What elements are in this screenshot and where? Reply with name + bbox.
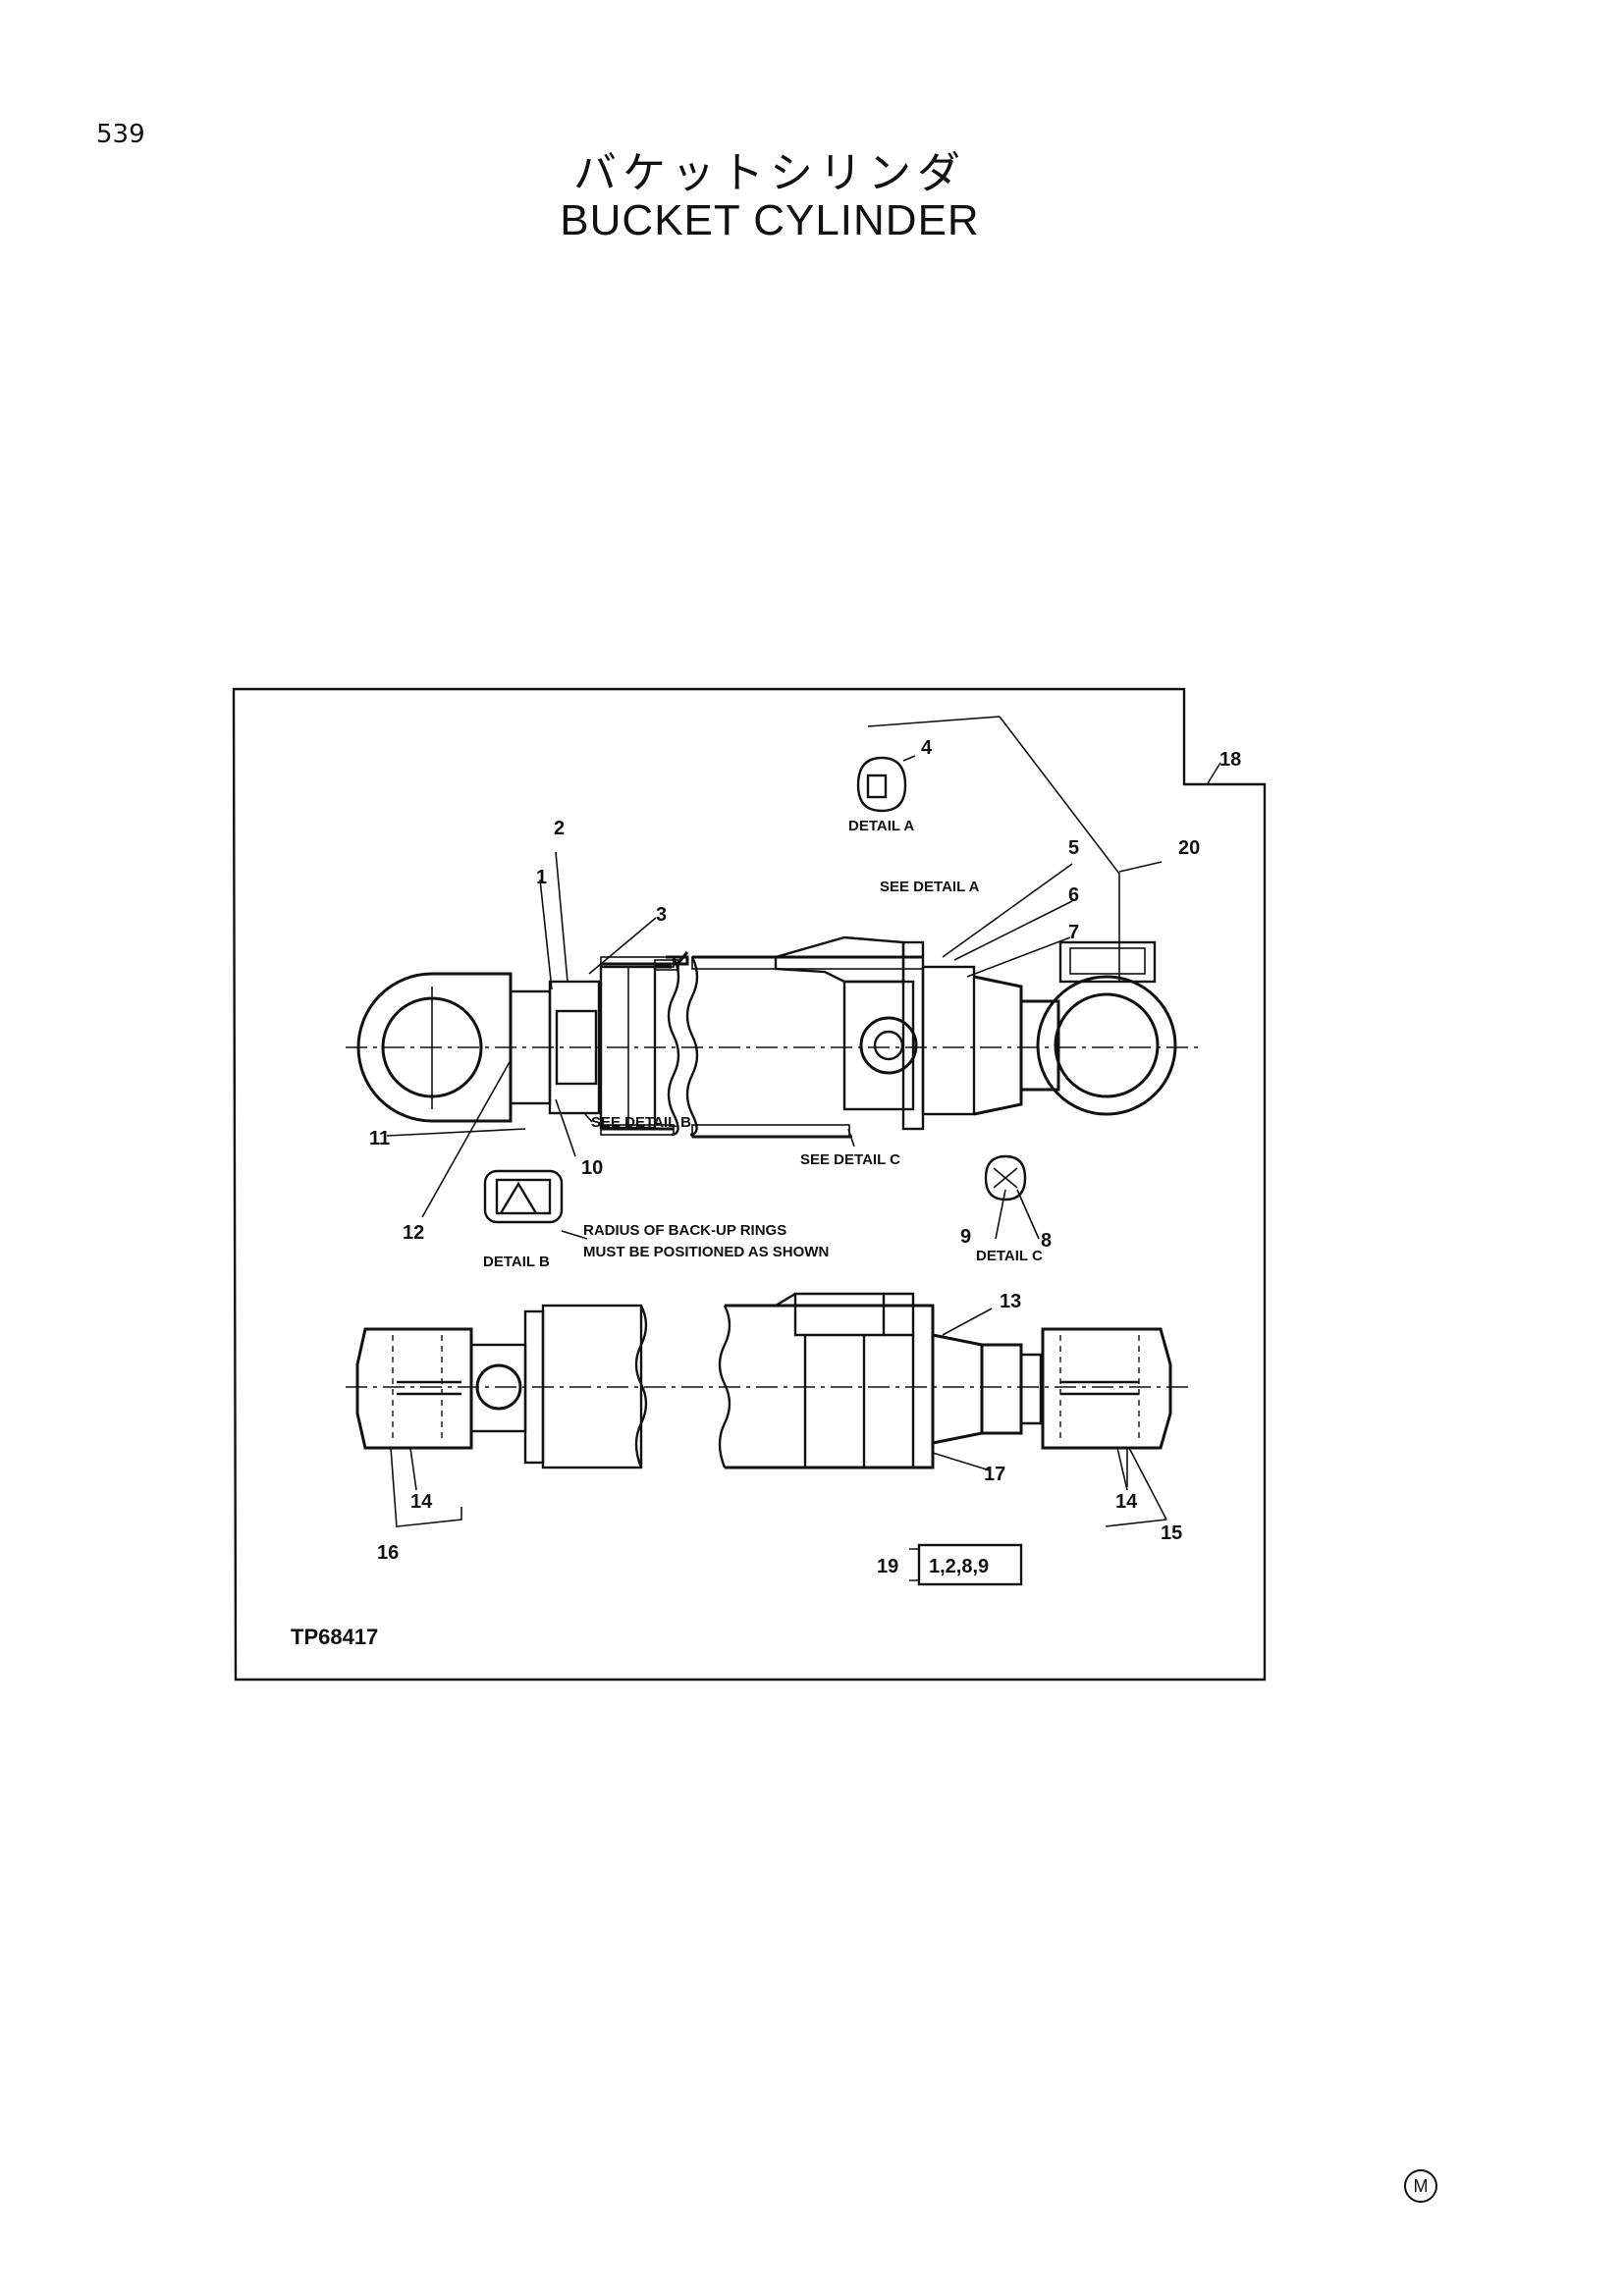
page-number: 539 <box>96 120 145 149</box>
title-japanese: バケットシリンダ <box>573 148 966 198</box>
cylinder-external-view <box>346 1292 1188 1469</box>
callout-15: 15 <box>1161 1522 1182 1544</box>
callout-17: 17 <box>984 1464 1005 1485</box>
callout-12: 12 <box>403 1222 424 1244</box>
callout-7: 7 <box>1068 922 1079 943</box>
callout-13: 13 <box>1000 1291 1021 1312</box>
callout-9: 9 <box>960 1226 971 1248</box>
title-english: BUCKET CYLINDER <box>560 196 980 244</box>
callout-18: 18 <box>1219 749 1241 771</box>
cylinder-section-view <box>346 935 1198 1139</box>
callout-3: 3 <box>656 904 667 926</box>
callout-14-left: 14 <box>410 1491 433 1513</box>
detail-c-drawing <box>984 1154 1027 1201</box>
callout-16: 16 <box>377 1542 399 1564</box>
callout-2: 2 <box>554 818 565 839</box>
radius-note-line1: RADIUS OF BACK-UP RINGS <box>583 1222 786 1239</box>
callout-8: 8 <box>1041 1230 1052 1252</box>
detail-b-label: DETAIL B <box>483 1254 550 1270</box>
callout-1: 1 <box>536 867 547 888</box>
leader-lines-bottom <box>390 1308 1167 1586</box>
detail-b-drawing <box>483 1169 564 1224</box>
callout-4: 4 <box>921 737 933 759</box>
callout-10: 10 <box>581 1157 603 1179</box>
drawing-id: TP68417 <box>291 1625 378 1649</box>
see-detail-b-label: SEE DETAIL B <box>591 1114 691 1131</box>
callout-6: 6 <box>1068 884 1079 906</box>
see-detail-a-label: SEE DETAIL A <box>880 879 980 895</box>
callout-5: 5 <box>1068 837 1079 859</box>
callout-11: 11 <box>369 1128 390 1149</box>
detail-a-label: DETAIL A <box>848 818 914 834</box>
leader-lines-top <box>386 716 1221 1240</box>
radius-note-line2: MUST BE POSITIONED AS SHOWN <box>583 1244 829 1260</box>
detail-a-drawing <box>856 756 907 813</box>
kit-contents: 1,2,8,9 <box>929 1556 989 1577</box>
callout-14-right: 14 <box>1115 1491 1138 1513</box>
callout-20: 20 <box>1178 837 1200 859</box>
see-detail-c-label: SEE DETAIL C <box>800 1151 900 1168</box>
diagram-frame <box>232 687 1267 1682</box>
manufacturer-mark: M <box>1404 2169 1437 2203</box>
detail-c-label: DETAIL C <box>976 1248 1043 1264</box>
callout-19: 19 <box>877 1556 898 1577</box>
